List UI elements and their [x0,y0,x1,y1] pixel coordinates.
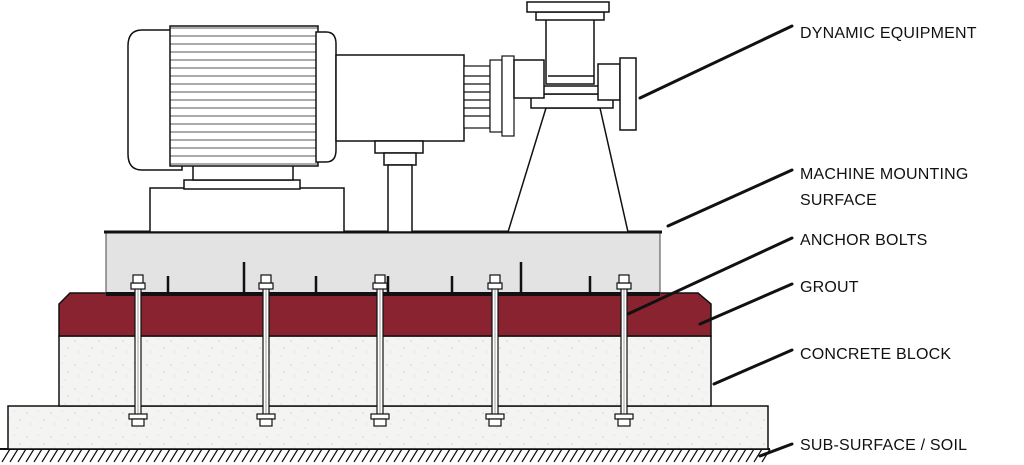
motor-endcap [127,29,183,171]
coupling [463,55,515,137]
anchor-bolt [370,274,390,427]
label-sub-surface: SUB-SURFACE / SOIL [800,437,968,454]
leader-dynamic-equipment [638,24,794,100]
sub-surface-slab [7,405,769,450]
motor-shaft-housing [335,54,465,142]
label-anchor-bolts: ANCHOR BOLTS [800,232,928,249]
label-dynamic-equipment: DYNAMIC EQUIPMENT [800,25,977,42]
motor-body [169,25,319,167]
leader-machine-mounting [666,168,794,228]
motor-foot [183,179,301,190]
grout-layer [58,292,712,337]
motor-base-block [149,187,345,233]
anchor-bolts-group [128,274,634,427]
leader-sub-surface [758,442,794,458]
concrete-block [58,335,712,407]
baseplate-ribs [166,262,592,294]
anchor-bolt [256,274,276,427]
bearing-pedestal [374,140,424,233]
label-machine-mounting-line1: MACHINE MOUNTING [800,166,969,183]
motor-front-cap [315,31,337,163]
anchor-bolt [128,274,148,427]
leader-lines [626,24,794,458]
label-concrete-block: CONCRETE BLOCK [800,346,952,363]
anchor-bolt [485,274,505,427]
label-grout: GROUT [800,279,859,296]
leader-anchor-bolts [626,236,794,316]
leader-grout [698,282,794,326]
anchor-bolt [614,274,634,427]
leader-concrete-block [712,348,794,386]
ground-hatch [0,448,771,463]
label-machine-mounting-line2: SURFACE [800,192,877,209]
pump-assembly [506,1,637,233]
